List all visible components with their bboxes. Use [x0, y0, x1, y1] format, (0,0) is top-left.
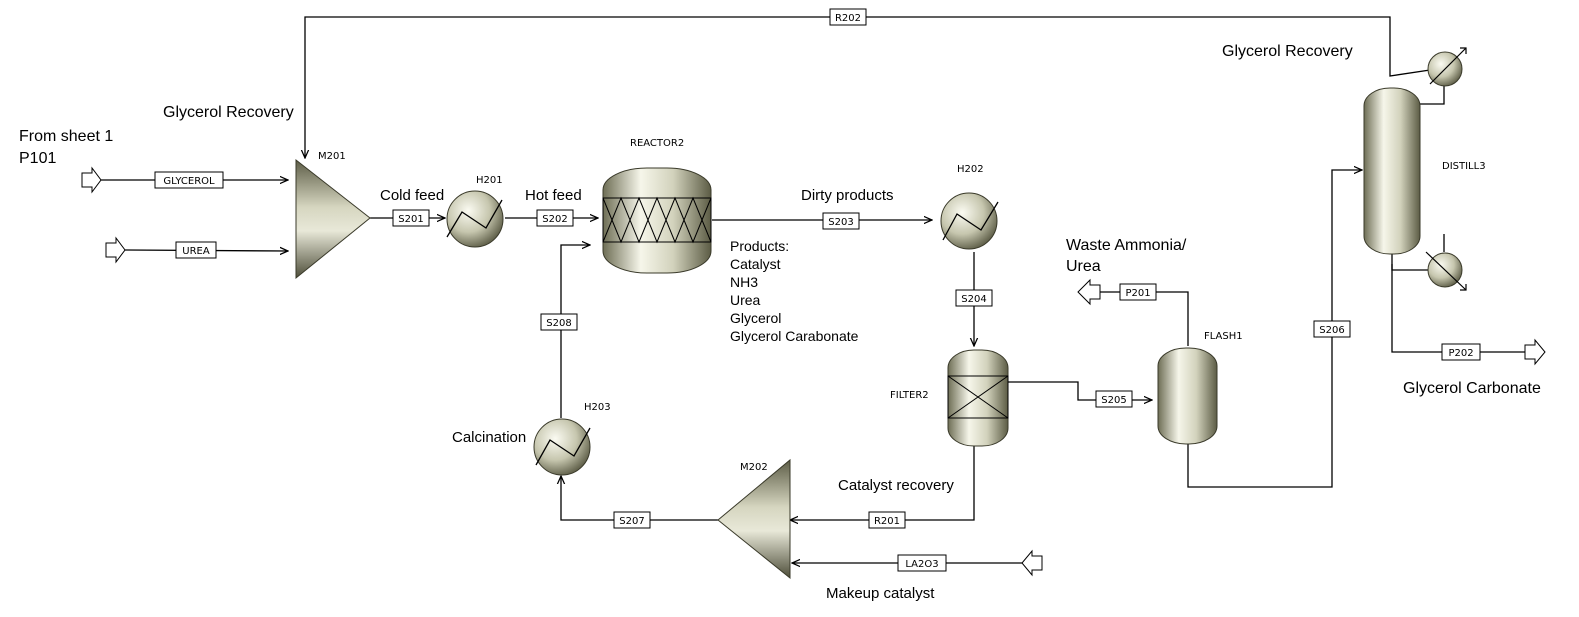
note-waste-line2: Urea	[1066, 258, 1101, 275]
block-label-reactor2: REACTOR2	[630, 138, 684, 149]
svg-text:UREA: UREA	[182, 246, 210, 257]
stream-tag-r201[interactable]: R201	[868, 511, 906, 529]
reboiler-icon	[1425, 251, 1467, 291]
stream-tag-s202[interactable]: S202	[536, 209, 574, 227]
stream-r202-line[interactable]	[305, 16, 1391, 158]
stream-s207-line[interactable]	[561, 476, 718, 521]
mixer-m201[interactable]	[295, 158, 371, 280]
svg-text:GLYCEROL: GLYCEROL	[163, 176, 215, 187]
svg-text:R202: R202	[835, 13, 861, 24]
reactor-reactor2[interactable]	[602, 167, 712, 274]
stream-lines	[100, 16, 1525, 563]
block-label-m202: M202	[740, 462, 768, 473]
stream-tag-glycerol[interactable]: GLYCEROL	[154, 171, 224, 189]
products-list-line: Urea	[730, 292, 761, 308]
note-dirty-products: Dirty products	[801, 187, 894, 204]
p201-product-arrow-icon[interactable]	[1077, 278, 1101, 306]
flash-drum-flash1[interactable]	[1157, 347, 1218, 445]
note-waste-line1: Waste Ammonia/	[1066, 237, 1187, 254]
stream-tag-s206[interactable]: S206	[1313, 320, 1351, 338]
block-label-distill3: DISTILL3	[1442, 161, 1486, 172]
stream-tag-s203[interactable]: S203	[822, 212, 860, 230]
block-label-filter2: FILTER2	[890, 390, 929, 401]
stream-tag-r202[interactable]: R202	[829, 8, 867, 26]
svg-text:R201: R201	[874, 516, 900, 527]
stream-tag-s208[interactable]: S208	[540, 313, 578, 331]
note-hot-feed: Hot feed	[525, 187, 582, 204]
note-cold-feed: Cold feed	[380, 187, 444, 204]
mixer-m202[interactable]	[717, 458, 791, 580]
svg-text:S206: S206	[1319, 325, 1344, 336]
note-from-sheet-line2: P101	[19, 150, 56, 167]
block-label-h203: H203	[584, 402, 611, 413]
heater-h201[interactable]	[446, 190, 504, 248]
reboiler-return-line	[1391, 264, 1430, 271]
svg-text:S205: S205	[1101, 395, 1126, 406]
block-label-m201: M201	[318, 151, 346, 162]
distillation-column-distill3[interactable]	[1363, 87, 1421, 255]
products-list-line: Glycerol	[730, 310, 781, 326]
stream-tag-p201[interactable]: P201	[1119, 283, 1157, 301]
stream-tag-p202[interactable]: P202	[1441, 343, 1481, 361]
note-calcination: Calcination	[452, 429, 526, 446]
stream-tag-urea[interactable]: UREA	[175, 241, 217, 259]
stream-s208-line[interactable]	[560, 245, 590, 418]
stream-r201-line[interactable]	[790, 446, 975, 520]
note-catalyst-recovery: Catalyst recovery	[838, 477, 954, 494]
condenser-loop-line	[1389, 69, 1431, 77]
note-makeup-catalyst: Makeup catalyst	[826, 585, 935, 602]
note-products-list: Products: Catalyst NH3 Urea Glycerol Gly…	[730, 238, 859, 344]
stream-tag-la2o3[interactable]: LA2O3	[897, 554, 947, 572]
stream-tag-s207[interactable]: S207	[613, 511, 651, 529]
heater-h202[interactable]	[940, 192, 999, 250]
svg-text:P201: P201	[1125, 288, 1150, 299]
svg-text:S208: S208	[546, 318, 571, 329]
urea-feed-arrow-icon[interactable]	[105, 236, 126, 264]
stream-p202-line[interactable]	[1391, 250, 1525, 353]
block-labels: M201 H201 REACTOR2 H202 FILTER2 FLASH1 D…	[318, 138, 1486, 473]
glycerol-feed-arrow-icon[interactable]	[81, 166, 102, 194]
svg-text:S204: S204	[961, 294, 986, 305]
svg-text:S201: S201	[398, 214, 423, 225]
condenser-icon	[1427, 47, 1467, 87]
stream-tags: R202 GLYCEROL UREA S201 S202 S203 S204	[154, 8, 1481, 572]
note-glycerol-carbonate: Glycerol Carbonate	[1403, 380, 1541, 397]
condenser-return-line	[1418, 86, 1445, 105]
stream-tag-s205[interactable]: S205	[1095, 390, 1133, 408]
la2o3-feed-arrow-icon[interactable]	[1021, 549, 1043, 577]
stream-tag-s201[interactable]: S201	[392, 209, 430, 227]
svg-text:S207: S207	[619, 516, 644, 527]
svg-text:LA2O3: LA2O3	[905, 559, 938, 570]
products-list-line: NH3	[730, 274, 758, 290]
stream-tag-s204[interactable]: S204	[955, 289, 993, 307]
products-list-line: Catalyst	[730, 256, 781, 272]
block-label-h202: H202	[957, 164, 984, 175]
products-list-line: Glycerol Carabonate	[730, 328, 859, 344]
note-from-sheet-line1: From sheet 1	[19, 128, 113, 145]
products-list-line: Products:	[730, 238, 789, 254]
block-label-h201: H201	[476, 175, 503, 186]
svg-text:S203: S203	[828, 217, 853, 228]
svg-text:P202: P202	[1448, 348, 1473, 359]
heater-h203[interactable]	[533, 418, 591, 476]
block-label-flash1: FLASH1	[1204, 331, 1243, 342]
filter-filter2[interactable]	[947, 349, 1009, 447]
note-glycerol-recovery-right: Glycerol Recovery	[1222, 43, 1353, 60]
stream-s206-line[interactable]	[1187, 170, 1362, 488]
feed-product-arrows	[81, 166, 1546, 577]
svg-text:S202: S202	[542, 214, 567, 225]
note-glycerol-recovery-left: Glycerol Recovery	[163, 104, 294, 121]
annotations: Glycerol Recovery Glycerol Recovery From…	[19, 43, 1541, 602]
p202-product-arrow-icon[interactable]	[1524, 338, 1546, 366]
